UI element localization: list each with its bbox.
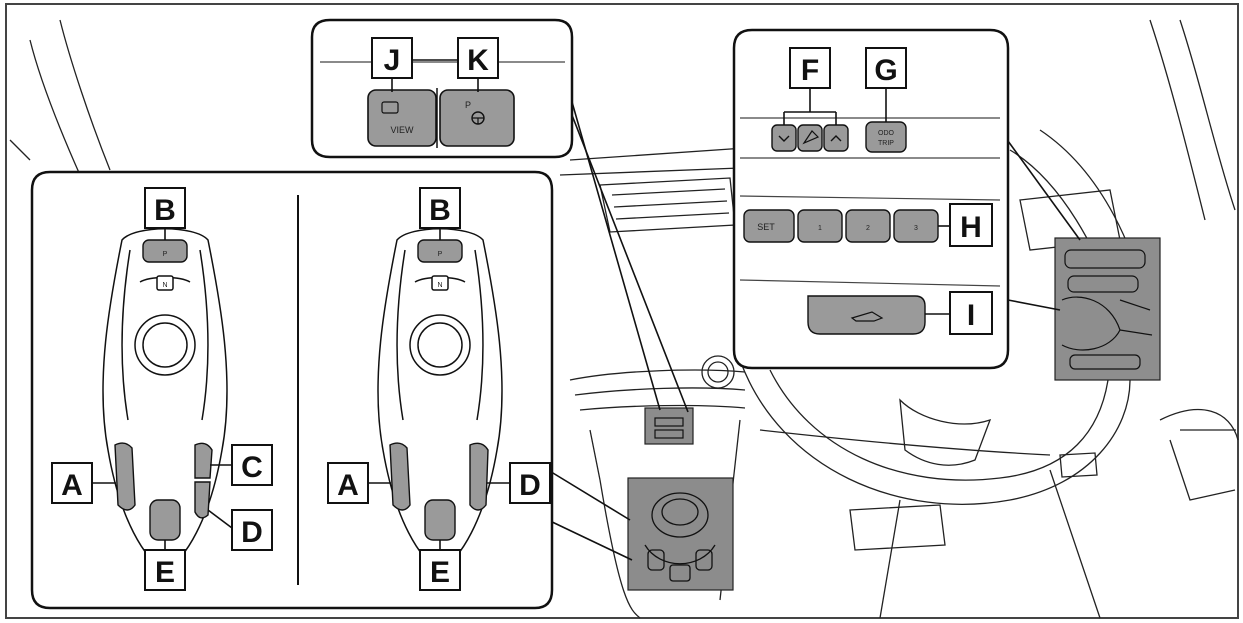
shift-n-label-right: N — [437, 282, 442, 289]
odo-label: ODO — [878, 130, 895, 137]
label-box-e-right — [419, 549, 461, 591]
paddle-a-left[interactable] — [114, 442, 136, 511]
label-box-k — [457, 37, 499, 79]
trip-label: TRIP — [878, 140, 894, 147]
label-g: G — [874, 54, 897, 87]
parking-assist-button[interactable]: P — [439, 89, 515, 147]
label-e-right: E — [430, 556, 450, 589]
label-d-left: D — [241, 516, 263, 549]
camera-view-icon — [381, 101, 399, 114]
label-f: F — [801, 54, 819, 87]
display-up-button[interactable] — [823, 124, 849, 152]
display-icon — [802, 130, 820, 145]
label-b-left: B — [154, 194, 176, 227]
preset-2-label: 2 — [866, 225, 870, 232]
shift-p-button-left[interactable]: P — [142, 239, 188, 263]
odo-trip-button[interactable]: ODO TRIP — [865, 121, 907, 153]
label-d-right: D — [519, 469, 541, 502]
shift-p-label-left: P — [163, 251, 168, 258]
set-button[interactable]: SET — [743, 209, 795, 243]
shift-p-label-right: P — [438, 251, 443, 258]
display-down-button[interactable] — [771, 124, 797, 152]
switch-d-right[interactable] — [469, 442, 489, 511]
label-j: J — [384, 44, 401, 77]
steering-switch-cluster — [1054, 237, 1161, 381]
label-box-c-left — [231, 444, 273, 486]
label-box-b-left — [144, 187, 186, 229]
callout-j-k: VIEW P J K — [310, 18, 574, 159]
callout-leader-lines — [547, 59, 1081, 561]
shift-n-label-left: N — [162, 282, 167, 289]
paddle-a-right[interactable] — [389, 442, 411, 511]
shift-p-button-right[interactable]: P — [417, 239, 463, 263]
preset-3-button[interactable]: 3 — [893, 209, 939, 243]
label-box-i — [949, 291, 993, 335]
back-door-icon — [850, 311, 884, 322]
switch-e-left[interactable] — [149, 499, 181, 541]
label-box-f — [789, 47, 831, 89]
preset-1-button[interactable]: 1 — [797, 209, 843, 243]
switch-d-left[interactable] — [194, 481, 211, 519]
switch-c-left[interactable] — [194, 442, 213, 479]
label-box-b-right — [419, 187, 461, 229]
label-a-left: A — [61, 469, 83, 502]
power-back-door-button[interactable] — [807, 295, 926, 335]
label-i: I — [967, 299, 975, 332]
console-shifter-highlight — [627, 477, 734, 591]
park-assist-label: P — [465, 100, 471, 110]
label-h: H — [960, 211, 982, 244]
label-a-right: A — [337, 469, 359, 502]
label-k: K — [467, 44, 489, 77]
label-e-left: E — [155, 556, 175, 589]
set-button-label: SET — [757, 222, 775, 232]
preset-2-button[interactable]: 2 — [845, 209, 891, 243]
label-box-d-left — [231, 509, 273, 551]
chevron-up-icon — [830, 135, 842, 142]
callout-f-g-h-i: F ODO TRIP G SET 1 2 3 H — [732, 28, 1010, 370]
label-c-left: C — [241, 451, 263, 484]
console-switch-highlight — [644, 407, 694, 445]
display-home-button[interactable] — [797, 124, 823, 152]
chevron-down-icon — [778, 135, 790, 142]
view-button[interactable]: VIEW — [367, 89, 437, 147]
view-button-label: VIEW — [390, 125, 414, 135]
label-box-g — [865, 47, 907, 89]
switch-e-right[interactable] — [424, 499, 456, 541]
label-box-d-right — [509, 462, 551, 504]
preset-1-label: 1 — [818, 225, 822, 232]
preset-3-label: 3 — [914, 225, 918, 232]
label-b-right: B — [429, 194, 451, 227]
dashboard-background — [9, 19, 1239, 619]
label-box-h — [949, 203, 993, 247]
callout-shifter: P N B A C D E — [30, 170, 554, 610]
